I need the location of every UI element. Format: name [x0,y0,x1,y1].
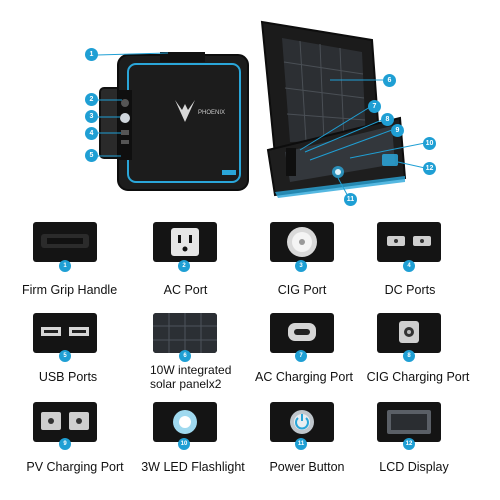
feature-label-1: Firm Grip Handle [22,283,118,297]
feature-label-8: CIG Charging Port [366,370,470,384]
cigarette-socket-icon [270,222,334,262]
feature-label-10: 3W LED Flashlight [141,460,245,474]
lcd-display-icon [377,402,441,442]
lid-solar-panel [282,38,366,142]
dc-port-icon [377,222,441,262]
power-button-icon [270,402,334,442]
feature-num-5: 5 [59,350,71,362]
flashlight-icon [153,402,217,442]
callout-10: 10 [423,137,436,150]
feature-label-11: Power Button [269,460,345,474]
cig-charging-port-icon [377,313,441,353]
brand-text: PHOENIX [198,110,225,116]
pv-charging-port-icon [33,402,97,442]
callout-4: 4 [85,127,98,140]
feature-num-9: 9 [59,438,71,450]
feature-num-12: 12 [403,438,415,450]
callout-12: 12 [423,162,436,175]
case-front [117,54,249,191]
feature-num-8: 8 [403,350,415,362]
feature-num-6: 6 [179,350,191,362]
usb-port-icon [33,313,97,353]
callout-2: 2 [85,93,98,106]
feature-num-2: 2 [178,260,190,272]
feature-num-4: 4 [403,260,415,272]
feature-label-7: AC Charging Port [255,370,353,384]
callout-6: 6 [383,74,396,87]
feature-label-12: LCD Display [379,460,449,474]
feature-label-3: CIG Port [277,283,327,297]
callout-8: 8 [381,113,394,126]
handle-icon [33,222,97,262]
feature-num-11: 11 [295,438,307,450]
feature-num-7: 7 [295,350,307,362]
feature-num-10: 10 [178,438,190,450]
callout-5: 5 [85,149,98,162]
feature-label-4: DC Ports [384,283,436,297]
callout-1: 1 [85,48,98,61]
ac-charging-port-icon [270,313,334,353]
feature-num-3: 3 [295,260,307,272]
callout-3: 3 [85,110,98,123]
top-handle [160,52,205,62]
solar-panel-icon [153,313,217,353]
feature-label-2: AC Port [163,283,208,297]
feature-label-6: 10W integrated solar panelx2 [150,363,232,391]
ac-outlet-icon [153,222,217,262]
callout-9: 9 [391,124,404,137]
callout-11: 11 [344,193,357,206]
feature-label-5: USB Ports [38,370,98,384]
callout-7: 7 [368,100,381,113]
brand-logo [175,100,195,122]
product-illustration: PHOENIX [96,20,426,201]
closed-case: PHOENIX [99,52,249,191]
base-solar-panel [285,126,395,182]
product-hero: PHOENIX [0,0,500,206]
open-case [260,20,407,198]
feature-num-1: 1 [59,260,71,272]
feature-label-9: PV Charging Port [26,460,124,474]
